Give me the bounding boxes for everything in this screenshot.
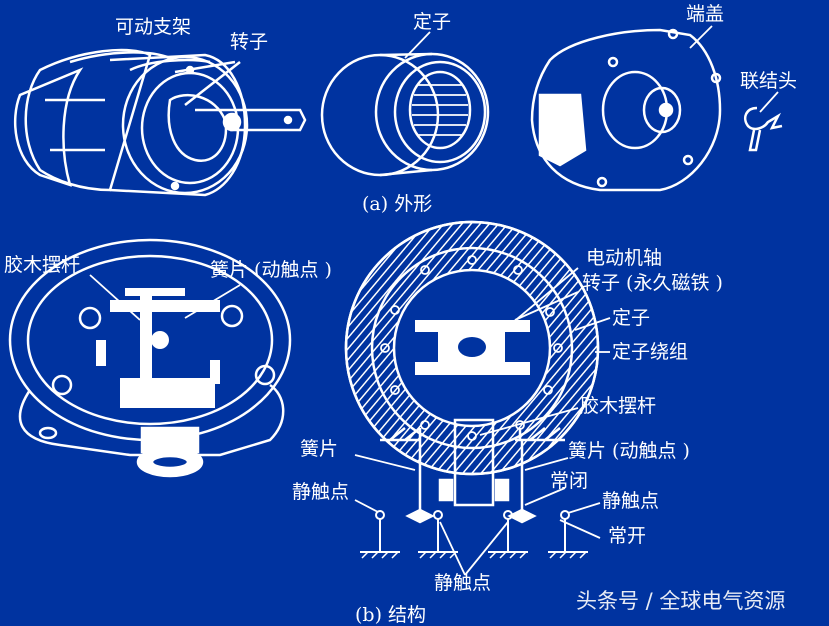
label-stator: 定子 bbox=[413, 11, 452, 33]
label-reed-moving-contact: 簧片 (动触点 ) bbox=[210, 259, 332, 281]
label-reed-moving-contact-b: 簧片 (动触点 ) bbox=[568, 440, 690, 462]
watermark: 头条号 / 全球电气资源 bbox=[576, 589, 786, 613]
caption-b: (b) 结构 bbox=[355, 604, 427, 626]
label-static-contact-right: 静触点 bbox=[602, 490, 660, 512]
label-normally-closed: 常闭 bbox=[550, 470, 589, 492]
motor-exterior-drawing bbox=[13, 48, 307, 197]
label-rotor: 转子 bbox=[230, 31, 269, 53]
label-bakelite-lever-b: 胶木摆杆 bbox=[580, 395, 657, 417]
label-bakelite-lever: 胶木摆杆 bbox=[4, 254, 81, 276]
end-cover-drawing bbox=[530, 25, 783, 192]
label-stator-winding: 定子绕组 bbox=[612, 341, 689, 363]
label-movable-bracket: 可动支架 bbox=[115, 16, 192, 38]
label-motor-shaft: 电动机轴 bbox=[586, 247, 663, 269]
label-static-contact-left: 静触点 bbox=[292, 481, 350, 503]
switch-mechanism-drawing bbox=[354, 407, 601, 576]
label-static-contact-bottom: 静触点 bbox=[434, 572, 492, 594]
housing-drawing bbox=[8, 238, 292, 478]
label-rotor-permanent-magnet: 转子 (永久磁铁 ) bbox=[582, 272, 723, 294]
label-stator-b: 定子 bbox=[612, 307, 651, 329]
label-reed: 簧片 bbox=[300, 438, 339, 460]
label-coupling: 联结头 bbox=[740, 70, 798, 92]
cross-section-drawing bbox=[344, 220, 611, 476]
label-normally-open: 常开 bbox=[608, 525, 647, 547]
caption-a: (a) 外形 bbox=[362, 193, 433, 215]
label-end-cover: 端盖 bbox=[686, 3, 725, 25]
stator-drawing bbox=[320, 31, 490, 177]
